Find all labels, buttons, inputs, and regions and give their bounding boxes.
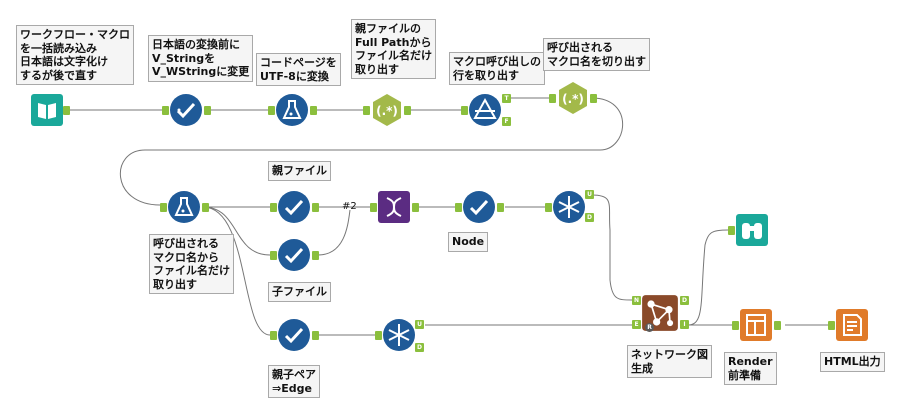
unique-u-anchor[interactable]: U <box>585 190 594 199</box>
dna-icon <box>386 197 402 217</box>
connection-line <box>202 206 271 256</box>
input-tool[interactable] <box>30 93 64 127</box>
select-tool[interactable] <box>277 318 311 352</box>
regex-icon: (.*) <box>562 92 584 106</box>
connection-line <box>202 206 271 336</box>
input-anchor[interactable] <box>268 106 275 115</box>
network-i-anchor[interactable]: I <box>680 320 689 329</box>
checkmark-icon <box>176 102 196 119</box>
input-anchor[interactable] <box>370 203 377 212</box>
browse-tool[interactable] <box>735 213 769 247</box>
unique-tool[interactable] <box>552 190 586 224</box>
output-anchor[interactable] <box>202 203 209 212</box>
annotation-codepage[interactable]: コードページを UTF-8に変換 <box>256 53 341 86</box>
layout-tool[interactable] <box>739 308 773 342</box>
network-n-anchor[interactable]: N <box>632 296 641 305</box>
input-anchor[interactable] <box>455 203 462 212</box>
regex-tool[interactable]: (.*) <box>370 93 404 127</box>
formula-tool[interactable] <box>167 190 201 224</box>
output-anchor[interactable] <box>312 251 319 260</box>
checkmark-icon <box>284 327 304 344</box>
output-anchor[interactable] <box>310 106 317 115</box>
select-tool[interactable] <box>462 190 496 224</box>
output-anchor[interactable] <box>204 106 211 115</box>
annotation-parent-filename[interactable]: 親ファイルの Full Pathから ファイル名だけ 取り出す <box>351 19 436 79</box>
network-d-anchor[interactable]: D <box>680 296 689 305</box>
input-anchor[interactable] <box>160 203 167 212</box>
annotation-parent-file[interactable]: 親ファイル <box>268 161 331 181</box>
connection-line <box>120 97 624 206</box>
output-anchor[interactable] <box>404 106 411 115</box>
annotation-html-output[interactable]: HTML出力 <box>820 352 885 372</box>
formula-tool[interactable] <box>275 93 309 127</box>
input-anchor[interactable] <box>728 226 735 235</box>
flask-icon <box>174 197 194 216</box>
output-anchor[interactable] <box>63 106 70 115</box>
book-icon <box>38 103 56 119</box>
output-anchor[interactable] <box>590 94 597 103</box>
input-anchor[interactable] <box>270 331 277 340</box>
output-anchor[interactable] <box>312 203 319 212</box>
output-anchor[interactable] <box>412 203 419 212</box>
network-e-anchor[interactable]: E <box>632 320 641 329</box>
filter-tool[interactable] <box>468 93 502 127</box>
unique-d-anchor[interactable]: D <box>415 343 424 352</box>
connection-line <box>591 194 633 301</box>
input-anchor[interactable] <box>549 94 556 103</box>
input-anchor[interactable] <box>270 251 277 260</box>
checkmark-icon <box>284 199 304 216</box>
snowflake-icon <box>388 324 410 346</box>
annotation-macro-filename[interactable]: 呼び出される マクロ名から ファイル名だけ 取り出す <box>149 234 234 294</box>
annotation-vstring[interactable]: 日本語の変換前に V_Stringを V_WStringに変更 <box>148 35 254 82</box>
select-tool[interactable] <box>277 190 311 224</box>
binoculars-icon <box>742 223 762 239</box>
network-tool[interactable] <box>641 294 679 332</box>
render-tool[interactable] <box>835 308 869 342</box>
annotation-macro-name[interactable]: 呼び出される マクロ名を切り出す <box>543 38 650 71</box>
checkmark-icon <box>469 199 489 216</box>
snowflake-icon <box>558 196 580 218</box>
regex-icon: (.*) <box>376 104 398 118</box>
unique-d-anchor[interactable]: D <box>585 213 594 222</box>
input-anchor[interactable] <box>828 321 835 330</box>
filter-true-anchor[interactable]: T <box>502 94 511 103</box>
output-anchor[interactable] <box>774 321 781 330</box>
input-anchor[interactable] <box>732 321 739 330</box>
layout-icon <box>746 314 766 336</box>
annotation-macro-rows[interactable]: マクロ呼び出しの 行を取り出す <box>449 52 545 85</box>
flask-icon <box>282 100 302 119</box>
input-anchor[interactable] <box>162 106 169 115</box>
annotation-node[interactable]: Node <box>448 232 489 252</box>
connection-line <box>687 229 729 326</box>
annotation-bulk-load[interactable]: ワークフロー・マクロ を一括読み込み 日本語は文字化け するが後で直す <box>16 25 134 85</box>
regex-tool[interactable]: (.*) <box>556 81 590 115</box>
join-tool[interactable] <box>377 190 411 224</box>
annotation-edge[interactable]: 親子ペア ⇒Edge <box>268 365 320 398</box>
annotation-network[interactable]: ネットワーク図 生成 <box>627 345 712 378</box>
filter-false-anchor[interactable]: F <box>502 117 511 126</box>
unique-tool[interactable] <box>382 318 416 352</box>
network-r-anchor[interactable]: R <box>645 323 654 332</box>
select-tool[interactable] <box>277 238 311 272</box>
connection-line <box>317 209 351 256</box>
annotation-render-prep[interactable]: Render 前準備 <box>724 352 777 385</box>
output-anchor[interactable] <box>312 331 319 340</box>
input-anchor[interactable] <box>363 106 370 115</box>
input-anchor[interactable] <box>270 203 277 212</box>
checkmark-icon <box>284 247 304 264</box>
input-anchor[interactable] <box>461 106 468 115</box>
connection-label: #2 <box>342 201 357 212</box>
document-edit-icon <box>843 314 862 336</box>
filter-icon <box>473 97 497 119</box>
input-anchor[interactable] <box>375 331 382 340</box>
select-tool[interactable] <box>169 93 203 127</box>
input-anchor[interactable] <box>545 203 552 212</box>
network-icon <box>647 300 674 327</box>
output-anchor[interactable] <box>497 203 504 212</box>
unique-u-anchor[interactable]: U <box>415 320 424 329</box>
annotation-child-file[interactable]: 子ファイル <box>268 282 331 302</box>
